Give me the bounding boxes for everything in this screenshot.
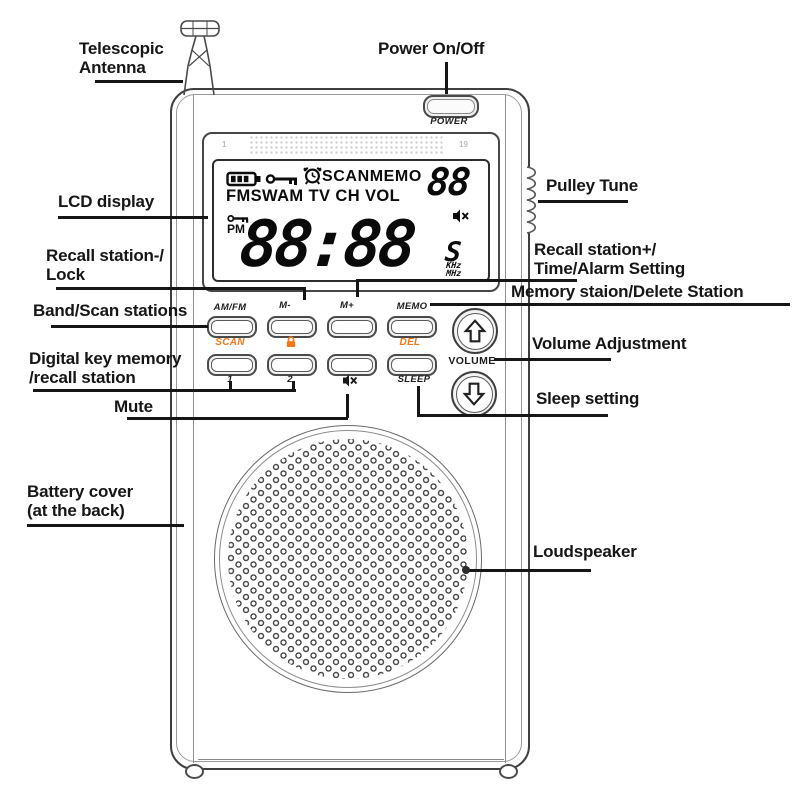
line-pulley-tune (538, 200, 628, 203)
line-mute (127, 417, 348, 420)
telescopic-antenna-icon[interactable] (174, 16, 224, 96)
volume-up-button[interactable] (452, 308, 498, 354)
preset-2-button-face (271, 358, 313, 372)
m-plus-button[interactable] (327, 316, 377, 338)
line-mute-tick (346, 394, 349, 418)
lcd-grille-dots (249, 135, 445, 156)
line-recall-station-plus (356, 279, 577, 282)
lcd-main-digits: 88:88 (236, 208, 416, 282)
lcd-scale-right: 19 (459, 140, 468, 149)
right-foot (499, 764, 518, 779)
power-button-face (427, 99, 475, 114)
label-mute: Mute (114, 397, 153, 416)
label-band-scan-stations: Band/Scan stations (33, 301, 188, 320)
memo-button-face (391, 320, 433, 334)
power-button-label: POWER (430, 116, 468, 127)
battery-icon (226, 171, 261, 187)
lcd-pm-text: PM (227, 222, 245, 236)
line-lcd-display (58, 216, 208, 219)
am-fm-button-label: AM/FM (213, 302, 247, 313)
label-digital-key-memory: Digital key memory /recall station (29, 349, 182, 387)
mute-button-face (331, 358, 373, 372)
line-recall-station-minus (56, 287, 306, 290)
line-sleep-setting (417, 414, 608, 417)
m-minus-button[interactable] (267, 316, 317, 338)
radio-body-inner-line (176, 94, 522, 762)
sleep-button[interactable] (387, 354, 437, 376)
line-telescopic-antenna (95, 80, 183, 83)
mute-button[interactable] (327, 354, 377, 376)
line-recall-station-plus-tick (356, 281, 359, 297)
sleep-button-face (391, 358, 433, 372)
line-memory-station (430, 303, 790, 306)
label-telescopic-antenna: Telescopic Antenna (79, 39, 164, 77)
volume-up-icon (463, 319, 487, 343)
key-icon (265, 174, 297, 185)
lcd-status-text: SCANMEMO (322, 168, 422, 185)
volume-down-button-face (455, 375, 493, 413)
del-label: DEL (399, 337, 421, 348)
lcd-mhz-text: MHz (445, 269, 462, 279)
volume-down-button[interactable] (451, 371, 497, 417)
line-loudspeaker-dot (462, 566, 470, 574)
line-recall-station-minus-tick (303, 289, 306, 300)
preset-1-button[interactable] (207, 354, 257, 376)
label-recall-station-plus: Recall station+/ Time/Alarm Setting (534, 240, 686, 278)
label-lcd-display: LCD display (58, 192, 155, 211)
loudspeaker-ring (219, 430, 477, 688)
front-panel-left-edge (193, 95, 194, 763)
lcd-mute-icon (453, 209, 469, 223)
lcd-display (212, 159, 490, 282)
lock-icon (286, 336, 296, 347)
line-digital-key-memory (33, 389, 296, 392)
line-battery-cover (27, 524, 184, 527)
line-sleep-setting-tick (417, 386, 420, 417)
lcd-scale-left: 1 (222, 140, 227, 149)
label-loudspeaker: Loudspeaker (533, 542, 637, 561)
m-plus-button-label: M+ (339, 300, 355, 311)
line-digital-key-tick-1 (229, 381, 232, 390)
line-volume-adjustment (494, 358, 611, 361)
alarm-icon (303, 167, 322, 185)
line-digital-key-tick-2 (292, 381, 295, 390)
volume-label: VOLUME (448, 355, 496, 367)
scan-label: SCAN (215, 337, 245, 348)
label-memory-station: Memory staion/Delete Station (511, 282, 744, 301)
label-power-on-off: Power On/Off (378, 39, 485, 58)
m-minus-button-label: M- (279, 300, 291, 311)
m-minus-button-face (271, 320, 313, 334)
bottom-edge-line (198, 759, 504, 760)
memo-button-label: MEMO (396, 301, 428, 312)
lcd-lock-key-icon (227, 215, 249, 223)
lcd-band-text: FMSWAM TV CH VOL (226, 187, 401, 205)
preset-2-button[interactable] (267, 354, 317, 376)
label-sleep-setting: Sleep setting (536, 389, 640, 408)
am-fm-button-face (211, 320, 253, 334)
mute-icon (343, 374, 358, 387)
loudspeaker-holes (228, 439, 468, 679)
line-loudspeaker (467, 569, 591, 572)
front-panel-right-edge (505, 95, 506, 763)
line-band-scan-stations (51, 325, 208, 328)
label-pulley-tune: Pulley Tune (546, 176, 638, 195)
m-plus-button-face (331, 320, 373, 334)
label-volume-adjustment: Volume Adjustment (532, 334, 687, 353)
volume-up-button-face (456, 312, 494, 350)
volume-down-icon (462, 382, 486, 406)
preset-1-button-face (211, 358, 253, 372)
am-fm-button[interactable] (207, 316, 257, 338)
left-foot (185, 764, 204, 779)
memo-button[interactable] (387, 316, 437, 338)
line-power-on-off (445, 62, 448, 94)
preset-2-label: 2 (287, 374, 293, 385)
lcd-channel-digits: 88 (425, 160, 471, 204)
pulley-tune-wheel[interactable] (526, 166, 540, 236)
loudspeaker-grille (214, 425, 482, 693)
label-battery-cover: Battery cover (at the back) (27, 482, 134, 520)
preset-1-label: 1 (227, 374, 233, 385)
label-recall-station-minus: Recall station-/ Lock (46, 246, 164, 284)
power-button[interactable] (423, 95, 479, 118)
sleep-button-label: SLEEP (397, 374, 431, 385)
